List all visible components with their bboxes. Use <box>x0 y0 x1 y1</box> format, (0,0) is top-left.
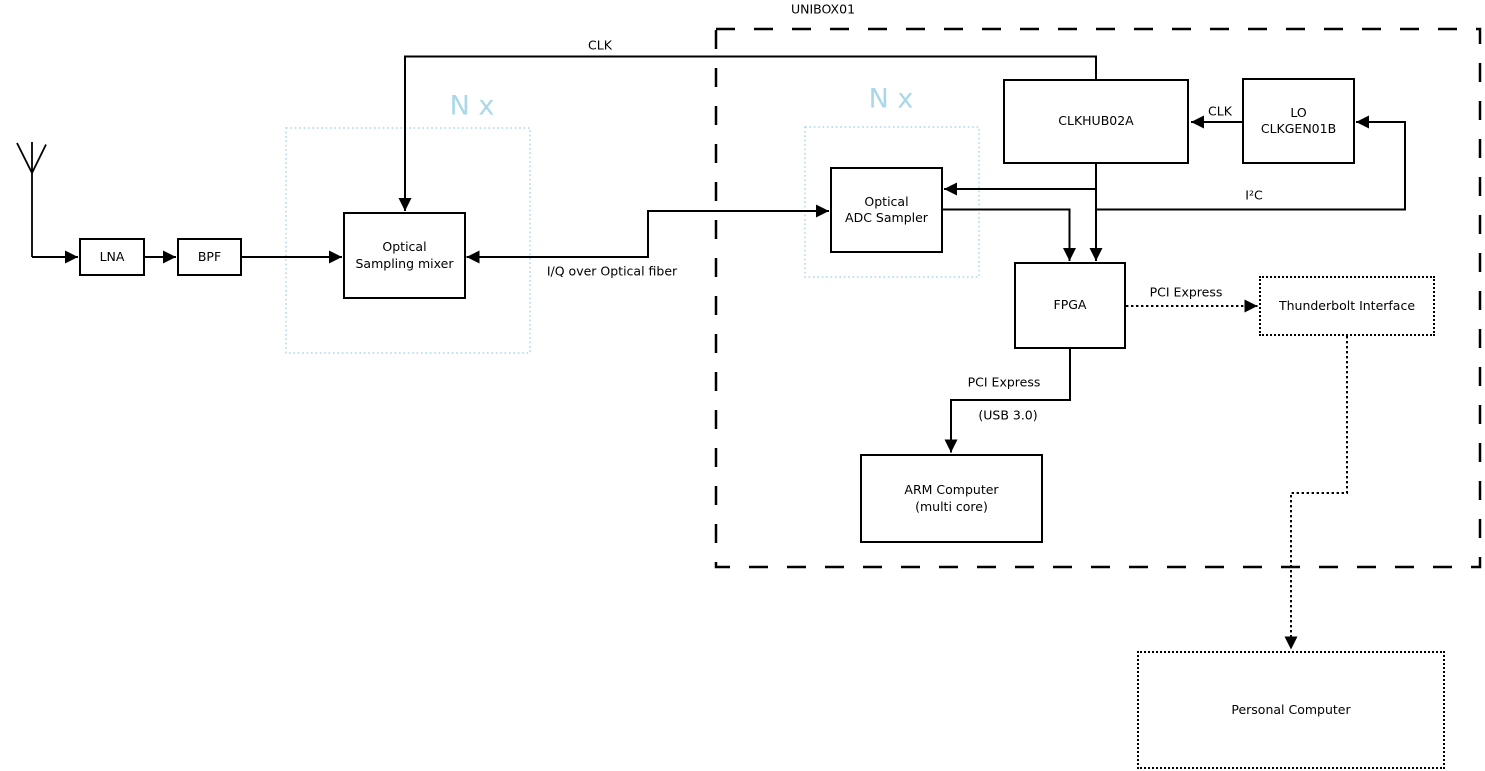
block-optical-sampling-mixer: Optical Sampling mixer <box>343 212 466 299</box>
block-fpga: FPGA <box>1014 262 1126 349</box>
block-lna: LNA <box>79 238 145 276</box>
clk-main-label: CLK <box>588 37 612 53</box>
wire-iq-fiber <box>466 204 829 264</box>
block-personal-computer: Personal Computer <box>1137 651 1445 769</box>
clk-lo-hub-label: CLK <box>1208 103 1232 119</box>
block-arm-computer: ARM Computer (multi core) <box>860 454 1043 543</box>
wire-thunderbolt-to-pc <box>1284 336 1348 650</box>
usb-label: (USB 3.0) <box>978 407 1038 423</box>
block-clkhub02a: CLKHUB02A <box>1003 79 1189 164</box>
nx-left-label: N x <box>449 90 495 122</box>
pcie-thunderbolt-label: PCI Express <box>1149 284 1223 300</box>
wire-i2c-to-lo <box>1096 115 1406 211</box>
iq-fiber-label: I/Q over Optical fiber <box>546 263 678 279</box>
unibox01-dashed-border <box>714 27 1482 569</box>
nx-right-label: N x <box>868 83 914 115</box>
antenna-icon <box>16 142 47 257</box>
pcie-arm-label: PCI Express <box>967 374 1041 390</box>
unibox01-label: UNIBOX01 <box>790 1 856 17</box>
wire-fpga-to-arm <box>944 349 1071 453</box>
block-optical-adc-sampler: Optical ADC Sampler <box>830 167 943 253</box>
block-lo-clkgen01b: LO CLKGEN01B <box>1242 78 1355 164</box>
block-thunderbolt-interface: Thunderbolt Interface <box>1259 276 1435 336</box>
i2c-label: I²C <box>1245 187 1263 203</box>
nx-right-dotted-border <box>804 126 980 278</box>
wire-adc-to-fpga <box>943 208 1076 261</box>
block-bpf: BPF <box>177 238 242 276</box>
wire-clk-hub-to-mixer <box>398 55 1097 211</box>
